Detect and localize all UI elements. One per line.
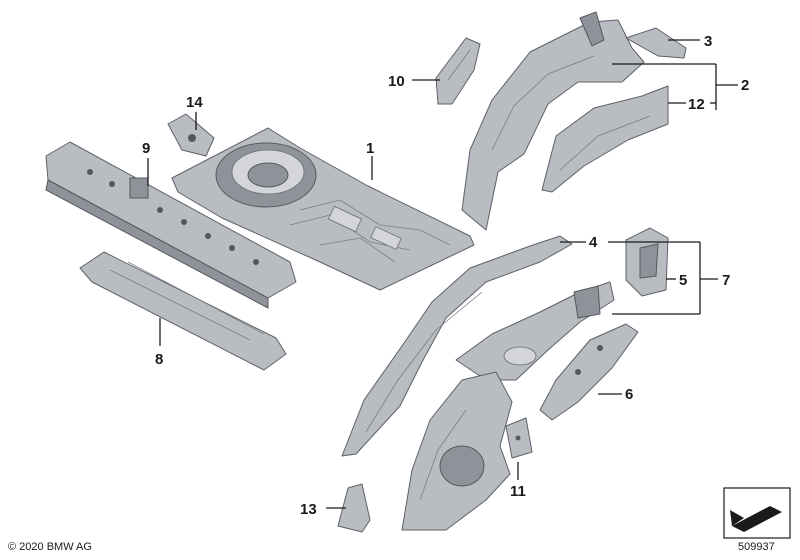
callout-9: 9 [142, 140, 150, 157]
sheet-arrow-icon [723, 487, 791, 539]
leader-lines [147, 39, 738, 509]
part-bracket-13[interactable] [337, 483, 371, 533]
part-bracket-14[interactable] [167, 113, 215, 157]
callout-2: 2 [741, 77, 749, 94]
part-bracket-11[interactable] [505, 417, 533, 459]
callout-1: 1 [366, 140, 374, 157]
part-side-rail[interactable] [341, 235, 573, 457]
callout-4: 4 [589, 234, 598, 251]
callout-5: 5 [679, 272, 687, 289]
part-rear-floor-pan[interactable] [171, 127, 475, 291]
part-longitudinal-member[interactable] [455, 281, 615, 381]
callout-8: 8 [155, 351, 163, 368]
part-wheel-house-inner[interactable] [541, 85, 669, 193]
callout-6: 6 [625, 386, 633, 403]
diagram-id: 509937 [738, 541, 775, 553]
callout-10: 10 [388, 73, 405, 90]
copyright-text: © 2020 BMW AG [8, 541, 92, 553]
part-wheel-arch-lower[interactable] [401, 371, 513, 531]
part-plate-3[interactable] [625, 27, 687, 59]
callout-3: 3 [704, 33, 712, 50]
callout-13: 13 [300, 501, 317, 518]
part-bracket-5[interactable] [625, 227, 669, 297]
callout-11: 11 [510, 483, 526, 500]
callout-12: 12 [688, 96, 705, 113]
part-cross-member[interactable] [45, 141, 297, 309]
callout-7: 7 [722, 272, 730, 289]
callout-14: 14 [186, 94, 203, 111]
part-wheel-house-outer[interactable] [461, 11, 645, 231]
part-lower-cross-panel[interactable] [79, 251, 287, 371]
part-bracket-10[interactable] [435, 37, 481, 105]
part-rear-side-member[interactable] [539, 323, 639, 421]
